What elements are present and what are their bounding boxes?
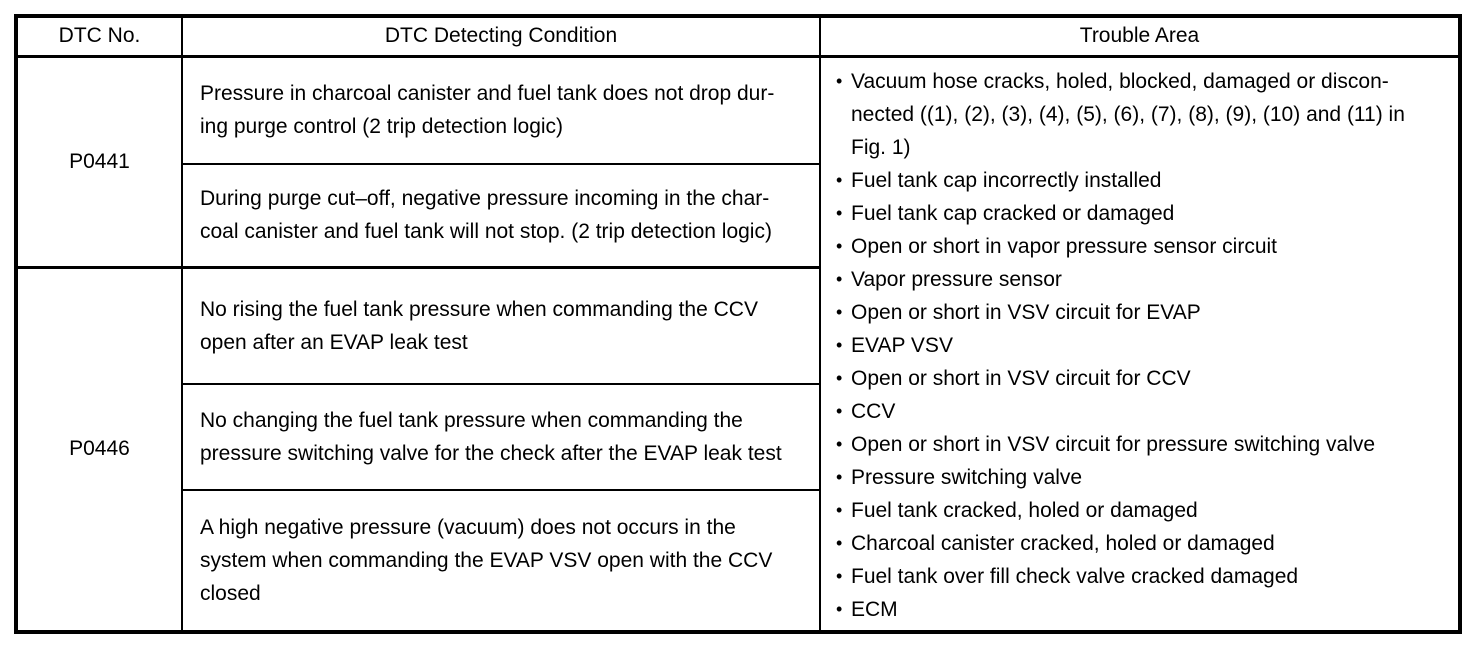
trouble-area-item: • ECM	[836, 593, 1450, 626]
trouble-area-item-text: CCV	[851, 399, 896, 423]
trouble-area-list: • Vacuum hose cracks, holed, blocked, dam…	[836, 65, 1450, 626]
bullet-icon: •	[836, 235, 843, 256]
trouble-area-item: • Open or short in VSV circuit for CCV	[836, 362, 1450, 395]
table-row: No changing the fuel tank pressure when …	[16, 382, 1460, 491]
trouble-area-cell: • Vacuum hose cracks, holed, blocked, dam…	[819, 55, 1461, 633]
trouble-area-item-text: ECM	[851, 597, 898, 621]
table-row: P0441 Pressure in charcoal canister and …	[15, 55, 1461, 633]
trouble-area-item-text: Vapor pressure sensor	[851, 267, 1062, 291]
condition-cell: Pressure in charcoal canister and fuel t…	[181, 55, 821, 165]
header-detecting-condition: DTC Detecting Condition	[181, 15, 821, 58]
trouble-area-item: • Vapor pressure sensor	[836, 263, 1450, 296]
bullet-icon: •	[836, 301, 843, 322]
dtc-code-p0441: P0441	[15, 55, 183, 268]
table-row: P0446 No rising the fuel tank pressure w…	[15, 265, 1460, 633]
trouble-area-item: • EVAP VSV	[836, 329, 1450, 362]
bullet-icon: •	[836, 532, 843, 553]
bullet-icon: •	[836, 466, 843, 487]
table-row: During purge cut–off, negative pressure …	[16, 163, 1460, 268]
header-trouble-area: Trouble Area	[819, 15, 1461, 58]
trouble-area-item: • Vacuum hose cracks, holed, blocked, dam…	[836, 65, 1450, 164]
trouble-area-item: • Fuel tank cap cracked or damaged	[836, 197, 1450, 230]
bullet-icon: •	[836, 367, 843, 388]
table-row: A high negative pressure (vacuum) does n…	[16, 488, 1460, 633]
bullet-icon: •	[836, 400, 843, 421]
trouble-area-item-text: Open or short in VSV circuit for CCV	[851, 366, 1191, 390]
condition-cell: No rising the fuel tank pressure when co…	[181, 265, 821, 385]
trouble-area-item-text: Fuel tank cap cracked or damaged	[851, 201, 1175, 225]
bullet-icon: •	[836, 598, 843, 619]
condition-cell: During purge cut–off, negative pressure …	[181, 163, 821, 268]
bullet-icon: •	[836, 565, 843, 586]
dtc-code-p0446: P0446	[15, 265, 183, 633]
header-dtc-no: DTC No.	[15, 15, 183, 58]
header-row: DTC No. DTC Detecting Condition Trouble …	[15, 15, 1461, 58]
bullet-icon: •	[836, 334, 843, 355]
condition-cell: A high negative pressure (vacuum) does n…	[181, 488, 821, 633]
trouble-area-item: • Charcoal canister cracked, holed or dam…	[836, 527, 1450, 560]
trouble-area-item: • Fuel tank over fill check valve cracked…	[836, 560, 1450, 593]
bullet-icon: •	[836, 499, 843, 520]
trouble-area-item-text: Fuel tank cap incorrectly installed	[851, 168, 1162, 192]
trouble-area-item: • Pressure switching valve	[836, 461, 1450, 494]
trouble-area-item: • CCV	[836, 395, 1450, 428]
trouble-area-item: • Fuel tank cracked, holed or damaged	[836, 494, 1450, 527]
trouble-area-item: • Open or short in VSV circuit for EVAP	[836, 296, 1450, 329]
bullet-icon: •	[836, 202, 843, 223]
trouble-area-item-text: Open or short in vapor pressure sensor c…	[851, 234, 1278, 258]
trouble-area-item-text: EVAP VSV	[851, 333, 953, 357]
condition-cell: No changing the fuel tank pressure when …	[181, 382, 821, 491]
trouble-area-item-text: Open or short in VSV circuit for EVAP	[851, 300, 1201, 324]
trouble-area-item-text: Pressure switching valve	[851, 465, 1083, 489]
trouble-area-item: • Fuel tank cap incorrectly installed	[836, 164, 1450, 197]
trouble-area-item: • Open or short in VSV circuit for pressu…	[836, 428, 1450, 461]
bullet-icon: •	[836, 268, 843, 289]
dtc-table: DTC No. DTC Detecting Condition Trouble …	[14, 14, 1462, 634]
trouble-area-item-text: Vacuum hose cracks, holed, blocked, dama…	[851, 69, 1405, 159]
trouble-area-item-text: Fuel tank cracked, holed or damaged	[851, 498, 1198, 522]
trouble-area-item: • Open or short in vapor pressure sensor …	[836, 230, 1450, 263]
trouble-area-item-text: Fuel tank over fill check valve cracked …	[851, 564, 1299, 588]
trouble-area-item-text: Open or short in VSV circuit for pressur…	[851, 432, 1376, 456]
bullet-icon: •	[836, 70, 843, 91]
bullet-icon: •	[836, 169, 843, 190]
bullet-icon: •	[836, 433, 843, 454]
trouble-area-item-text: Charcoal canister cracked, holed or dama…	[851, 531, 1275, 555]
